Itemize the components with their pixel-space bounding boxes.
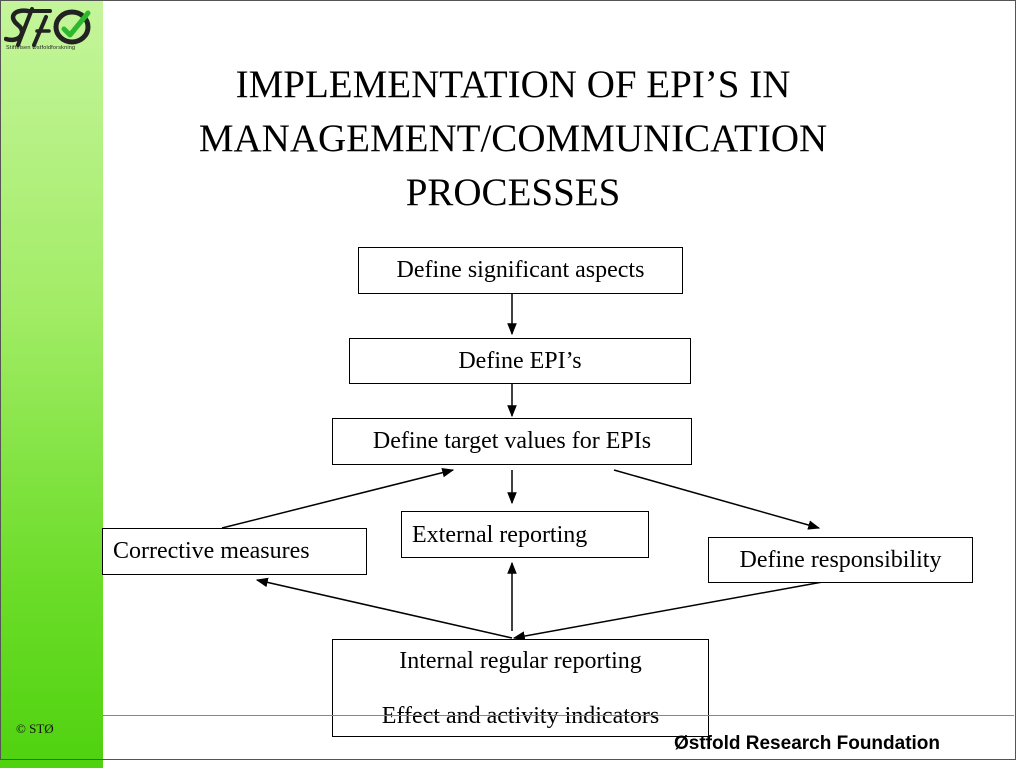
node-label: Define responsibility	[739, 546, 942, 573]
node-internal-regular-reporting: Internal regular reporting Effect and ac…	[332, 639, 709, 737]
footer-organization: Østfold Research Foundation	[674, 733, 941, 754]
node-label: Define significant aspects	[396, 257, 645, 283]
arrow-internal-to-corrective	[255, 577, 513, 639]
node-define-target-values: Define target values for EPIs	[332, 418, 692, 465]
sto-logo	[4, 7, 91, 47]
logo-tagline: Stiftelsen Østfoldforskning	[6, 45, 76, 51]
node-label-indicators: Effect and activity indicators	[381, 703, 660, 729]
sidebar-gradient	[0, 0, 103, 768]
copyright-text: © STØ	[16, 721, 54, 736]
arrow-responsibility-to-internal	[512, 580, 829, 641]
node-label: External reporting	[412, 522, 588, 548]
node-external-reporting: External reporting	[401, 511, 649, 558]
slide-title: IMPLEMENTATION OF EPI’S IN MANAGEMENT/CO…	[198, 63, 828, 214]
node-corrective-measures: Corrective measures	[102, 528, 367, 575]
node-label: Corrective measures	[113, 538, 310, 564]
node-label-internal-reporting: Internal regular reporting	[399, 648, 642, 674]
node-define-epis: Define EPI’s	[349, 338, 691, 384]
node-define-significant-aspects: Define significant aspects	[358, 247, 683, 294]
footer-divider	[103, 715, 1014, 716]
node-label: Define EPI’s	[458, 347, 582, 374]
node-label: Define target values for EPIs	[372, 428, 652, 454]
node-define-responsibility: Define responsibility	[708, 537, 973, 583]
